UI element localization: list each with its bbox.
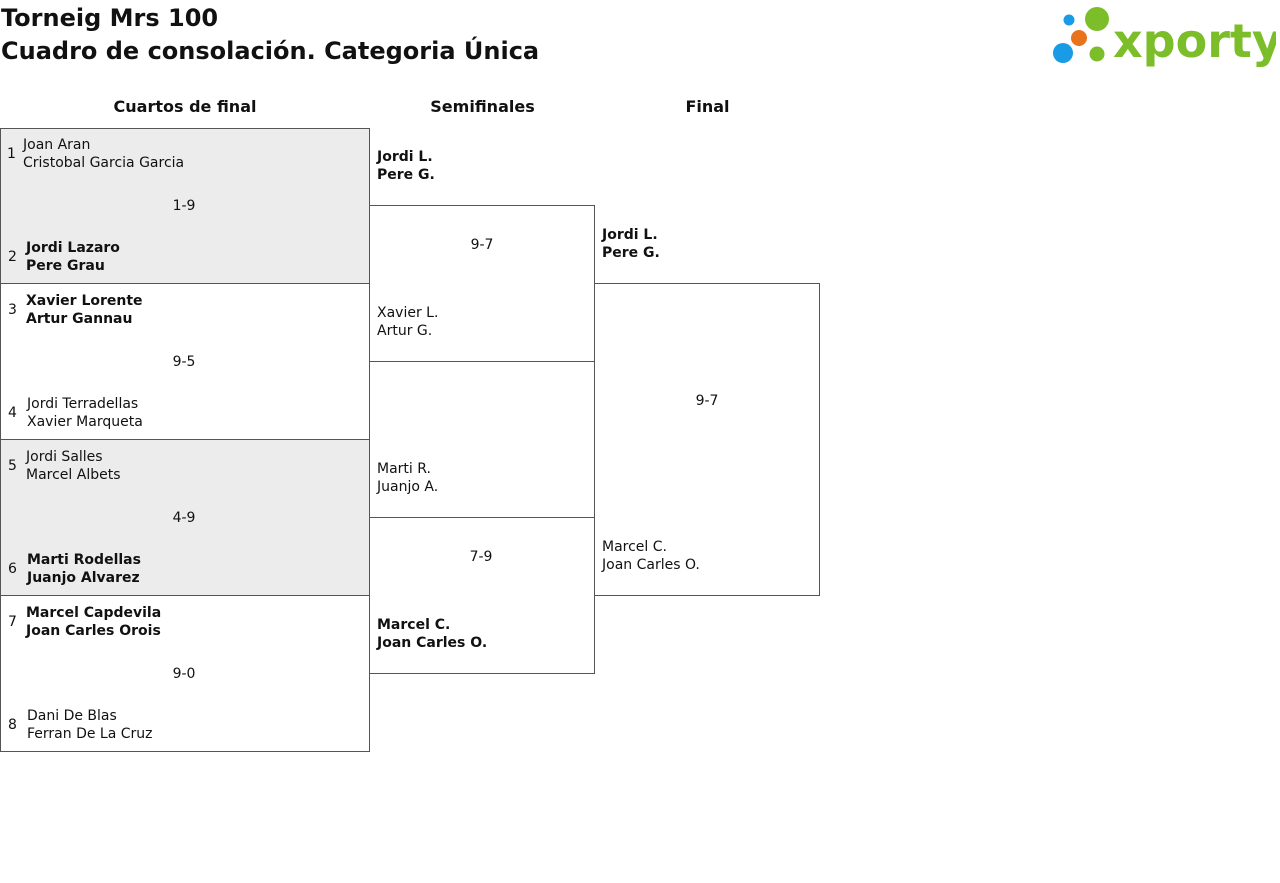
player-name: Dani De Blas (27, 708, 117, 724)
match-score: 7-9 (469, 549, 493, 565)
round-header-semifinals: Semifinales (430, 97, 535, 116)
player-name: Marti R. (377, 461, 431, 477)
seed-number: 4 (8, 405, 17, 421)
seed-number: 5 (8, 458, 17, 474)
bracket-subtitle: Cuadro de consolación. Categoria Única (1, 37, 540, 65)
winner-name: Joan Carles O. (377, 635, 488, 651)
player-name: Marcel Albets (26, 467, 121, 483)
player-name: Marcel C. (602, 539, 667, 555)
player-name: Ferran De La Cruz (27, 726, 153, 742)
winner-name: Joan Carles Orois (26, 623, 161, 639)
winner-name: Jordi L. (377, 149, 433, 165)
player-name: Jordi Salles (26, 449, 103, 465)
winner-name: Pere G. (377, 167, 435, 183)
player-name: Jordi Terradellas (27, 396, 139, 412)
match-score: 4-9 (172, 510, 196, 526)
tournament-title: Torneig Mrs 100 (1, 4, 219, 32)
quarterfinal-match-1 (0, 128, 370, 284)
winner-name: Artur Gannau (26, 311, 133, 327)
player-name: Joan Aran (23, 137, 91, 153)
winner-name: Juanjo Alvarez (27, 570, 140, 586)
winner-name: Xavier Lorente (26, 293, 143, 309)
player-name: Juanjo A. (377, 479, 439, 495)
match-score: 9-7 (695, 393, 719, 409)
player-name: Artur G. (377, 323, 433, 339)
round-header-quarterfinals: Cuartos de final (113, 97, 257, 116)
player-name: Joan Carles O. (602, 557, 700, 573)
winner-name: Marti Rodellas (27, 552, 141, 568)
seed-number: 8 (8, 717, 17, 733)
logo-wordmark: xporty (1113, 14, 1276, 68)
winner-name: Marcel C. (377, 617, 451, 633)
winner-name: Jordi L. (602, 227, 658, 243)
match-score: 9-7 (470, 237, 494, 253)
seed-number: 3 (8, 302, 17, 318)
winner-name: Pere G. (602, 245, 660, 261)
xporty-logo: xporty (1053, 7, 1276, 68)
seed-number: 1 (7, 146, 16, 162)
player-name: Cristobal Garcia Garcia (23, 155, 185, 171)
seed-number: 2 (8, 249, 17, 265)
winner-name: Marcel Capdevila (26, 605, 162, 621)
winner-name: Jordi Lazaro (26, 240, 120, 256)
round-header-final: Final (685, 97, 730, 116)
match-score: 9-0 (172, 666, 196, 682)
player-name: Xavier Marqueta (27, 414, 143, 430)
quarterfinal-match-3 (0, 439, 370, 596)
seed-number: 7 (8, 614, 17, 630)
player-name: Xavier L. (377, 305, 439, 321)
match-score: 1-9 (172, 198, 196, 214)
winner-name: Pere Grau (26, 258, 105, 274)
seed-number: 6 (8, 561, 17, 577)
match-score: 9-5 (172, 354, 196, 370)
final-match (594, 283, 820, 596)
